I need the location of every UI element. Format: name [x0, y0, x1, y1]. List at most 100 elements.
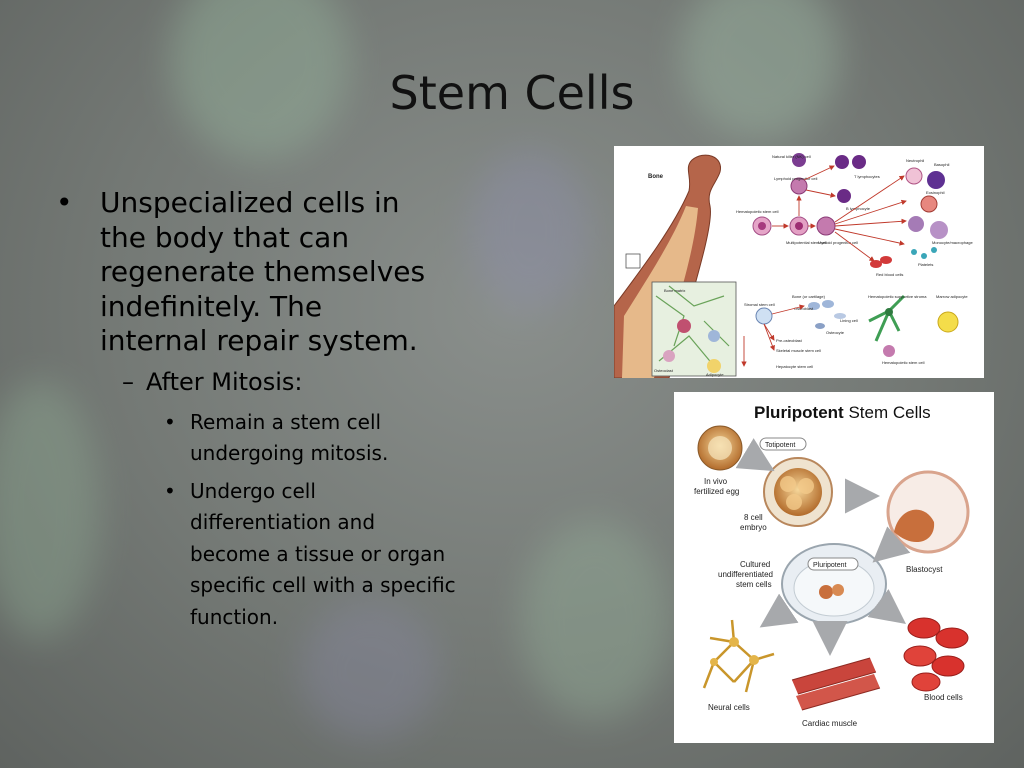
- eosinophil-cell: [920, 195, 938, 213]
- pluripotent-figure: Pluripotent Stem Cells In vivo fertilize…: [674, 392, 994, 743]
- background-cell-blob: [300, 600, 440, 740]
- platelets-label: Platelets: [918, 262, 933, 267]
- eosinophil-label: Eosinophil: [926, 190, 945, 195]
- blastocyst: [886, 470, 970, 554]
- bullet-text: Unspecialized cells in the body that can…: [100, 186, 425, 359]
- bullet-line: indefinitely. The: [100, 289, 323, 323]
- lineage-arrows: [772, 165, 907, 262]
- blastomere: [780, 476, 796, 492]
- stem-cells-label: stem cells: [736, 580, 772, 589]
- bone-cartilage-label: Bone (or cartilage): [792, 294, 826, 299]
- supportive-label: Hematopoietic supportive stroma: [868, 294, 927, 299]
- b-lymph-label: B lymphocyte: [846, 206, 871, 211]
- cultured-label: Cultured: [740, 560, 770, 569]
- b-lymphocyte: [837, 189, 851, 203]
- stromal-arrows: [741, 304, 805, 367]
- pluripotent-diagram: Pluripotent Stem Cells In vivo fertilize…: [694, 403, 970, 728]
- bone-matrix-label: Bone matrix: [664, 288, 685, 293]
- neural-label: Neural cells: [708, 703, 750, 712]
- osteoblast-label: Osteoblast: [794, 306, 814, 311]
- blastocyst-label: Blastocyst: [906, 565, 943, 574]
- lymphoid-cell: [790, 177, 808, 195]
- bullet-level3: • Remain a stem cell undergoing mitosis.: [164, 407, 516, 470]
- osteoblast-cell: [822, 300, 834, 308]
- macrophage-cell: [930, 221, 948, 239]
- osteoclast-label: Osteoclast: [654, 368, 674, 373]
- t-lymphocyte: [835, 155, 849, 169]
- pluripotent-badge: [807, 557, 859, 571]
- multipotential-label: Multipotential stem cell: [786, 240, 827, 245]
- egg-nucleus: [708, 436, 732, 460]
- eight-cell-label: 8 cell: [744, 513, 763, 522]
- neural-cells: [702, 619, 775, 693]
- rbc-label: Red blood cells: [876, 272, 903, 277]
- background-cell-blob: [470, 150, 590, 310]
- undiff-label: undifferentiated: [718, 570, 773, 579]
- bullet-line: Undergo cell: [190, 478, 316, 503]
- hepatocyte-label: Hepatocyte stem cell: [776, 364, 813, 369]
- red-blood-cell: [880, 256, 892, 264]
- bullet-line: regenerate themselves: [100, 255, 426, 288]
- bullet-line: internal repair system.: [100, 324, 418, 357]
- supportive-stroma-cell: [868, 294, 906, 342]
- fertilized-label: fertilized egg: [694, 487, 739, 496]
- zoom-box: [625, 253, 641, 269]
- cardiac-label: Cardiac muscle: [802, 719, 858, 728]
- adipocyte-cell: [707, 359, 721, 373]
- lining-cell: [834, 313, 846, 319]
- platelet: [931, 247, 937, 253]
- background-cell-blob: [680, 0, 840, 140]
- bullet-line: function.: [190, 604, 279, 629]
- neutrophil-label: Neutrophil: [906, 158, 924, 163]
- bullet-line: Unspecialized cells in: [100, 186, 400, 219]
- blood-cell: [903, 645, 937, 667]
- slide-title: Stem Cells: [389, 66, 635, 120]
- basophil-label: Basophil: [934, 162, 949, 167]
- title-bold: Pluripotent: [754, 403, 844, 422]
- stromal-label: Stromal stem cell: [744, 302, 775, 307]
- development-arrows: [735, 438, 911, 656]
- platelet: [921, 253, 927, 259]
- skeletal-label: Skeletal muscle stem cell: [776, 348, 821, 353]
- red-blood-cell: [870, 260, 882, 268]
- hsc2-label: Hematopoietic stem cell: [882, 360, 925, 365]
- background-cell-blob: [170, 0, 350, 160]
- bullet-line: differentiation and: [190, 510, 376, 534]
- basophil-cell: [927, 171, 945, 189]
- cardiac-muscle: [791, 657, 881, 711]
- neuron-body: [749, 655, 759, 665]
- neuron-body: [729, 637, 739, 647]
- blood-cell: [935, 627, 969, 649]
- blood-cell: [907, 617, 941, 639]
- bullet-line: specific cell with a specific: [190, 573, 456, 597]
- osteoblast-cell: [808, 302, 820, 310]
- nk-label: Natural killer (NK) cell: [772, 154, 811, 159]
- bullet-marker: •: [164, 409, 176, 434]
- platelet: [911, 249, 917, 255]
- blastomere: [786, 494, 802, 510]
- t-lymphocyte: [852, 155, 866, 169]
- in-vivo-label: In vivo: [704, 477, 728, 486]
- monocyte-label: Monocyte/macrophage: [932, 240, 973, 245]
- lining-label: Lining cell: [840, 318, 858, 323]
- osteocyte-label: Osteocyte: [826, 330, 845, 335]
- neuron-body: [710, 658, 718, 666]
- blood-cell: [911, 672, 941, 692]
- hsc-nucleus: [758, 222, 766, 230]
- bullet-line: undergoing mitosis.: [190, 441, 389, 465]
- lymphoid-label: Lymphoid progenitor cell: [774, 176, 818, 181]
- myeloid-label: Myeloid progenitor cell: [818, 240, 858, 245]
- myeloid-cell: [816, 216, 836, 236]
- hematopoiesis-diagram: Bone Bone matrix Osteoclast Adipocyte He…: [614, 153, 973, 378]
- marrow-adipocyte-cell: [937, 311, 959, 333]
- blood-cell: [931, 655, 965, 677]
- bullet-level3: • Undergo cell differentiation and becom…: [164, 476, 516, 634]
- adipocyte-label: Adipocyte: [706, 372, 724, 377]
- blood-label: Blood cells: [924, 693, 963, 702]
- background-cell-blob: [520, 520, 670, 720]
- marrow-cell: [677, 319, 691, 333]
- bullet-line: the body that can: [100, 220, 350, 254]
- background-cell-blob: [0, 380, 100, 640]
- totipotent-label: Totipotent: [765, 442, 795, 449]
